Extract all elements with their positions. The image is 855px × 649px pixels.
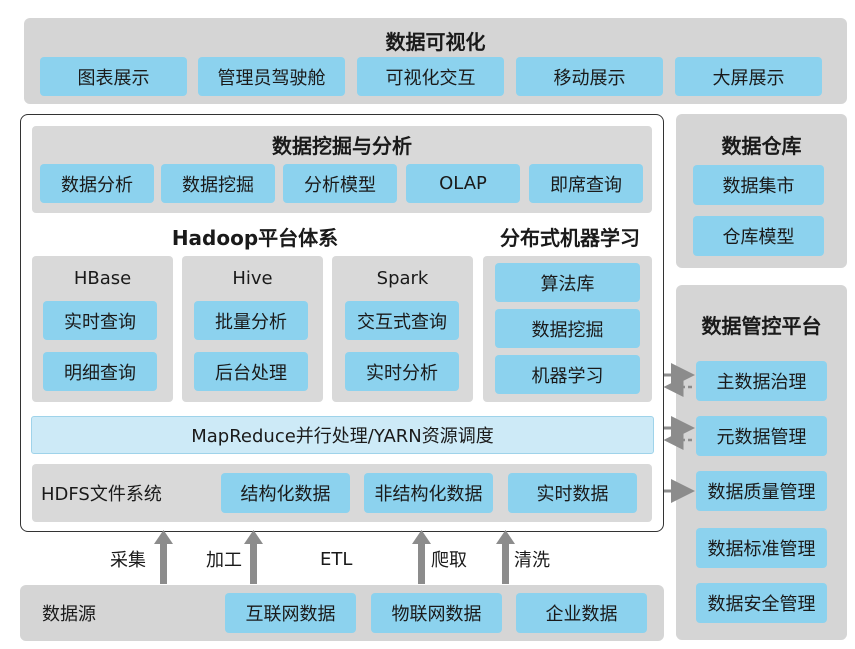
viz-chart-display[interactable]: 图表展示 [40,57,187,96]
master-data-double-arrow-icon [663,363,695,397]
viz-interaction[interactable]: 可视化交互 [357,57,504,96]
ingest-label-process: 加工 [206,550,242,571]
hdfs-realtime-data[interactable]: 实时数据 [508,473,637,513]
governance-data-standard[interactable]: 数据标准管理 [696,528,827,568]
ingest-label-crawl: 爬取 [431,550,467,571]
spark-title: Spark [376,267,429,289]
visualization-title: 数据可视化 [385,29,486,54]
warehouse-model[interactable]: 仓库模型 [693,216,824,256]
mining-adhoc-query[interactable]: 即席查询 [529,164,643,203]
mining-analysis-model[interactable]: 分析模型 [283,164,397,203]
governance-metadata[interactable]: 元数据管理 [696,416,827,456]
mining-data-analysis[interactable]: 数据分析 [40,164,154,203]
ingest-label-collect: 采集 [110,550,146,571]
governance-panel [676,285,847,640]
hive-batch-analysis[interactable]: 批量分析 [194,301,308,340]
governance-master-data[interactable]: 主数据治理 [696,361,827,401]
mining-title: 数据挖掘与分析 [272,133,412,158]
metadata-double-arrow-icon [663,416,695,450]
governance-title: 数据管控平台 [701,313,822,338]
mining-olap[interactable]: OLAP [406,164,520,203]
ml-machine-learning[interactable]: 机器学习 [495,355,640,394]
clean-up-arrow-icon [496,530,515,584]
source-enterprise-data[interactable]: 企业数据 [516,593,647,633]
hbase-detail-query[interactable]: 明细查询 [43,352,157,391]
hive-backend-processing[interactable]: 后台处理 [194,352,308,391]
warehouse-data-mart[interactable]: 数据集市 [693,165,824,205]
viz-mobile-display[interactable]: 移动展示 [516,57,663,96]
collect-up-arrow-icon [154,530,173,584]
source-iot-data[interactable]: 物联网数据 [371,593,502,633]
ml-data-mining[interactable]: 数据挖掘 [495,309,640,348]
crawl-up-arrow-icon [412,530,431,584]
viz-big-screen[interactable]: 大屏展示 [675,57,822,96]
mapreduce-yarn-bar[interactable]: MapReduce并行处理/YARN资源调度 [31,416,654,454]
ingest-up-arrows [154,530,515,584]
hadoop-title: Hadoop平台体系 [171,225,339,250]
ingest-label-etl: ETL [320,548,353,570]
viz-admin-cockpit[interactable]: 管理员驾驶舱 [198,57,345,96]
governance-connector-arrows [663,363,695,503]
hdfs-structured-data[interactable]: 结构化数据 [221,473,350,513]
process-up-arrow-icon [244,530,263,584]
sources-title: 数据源 [42,604,96,625]
governance-data-quality[interactable]: 数据质量管理 [696,471,827,511]
ml-algorithm-library[interactable]: 算法库 [495,263,640,302]
hdfs-unstructured-data[interactable]: 非结构化数据 [364,473,493,513]
spark-realtime-analysis[interactable]: 实时分析 [345,352,459,391]
hbase-realtime-query[interactable]: 实时查询 [43,301,157,340]
hdfs-title: HDFS文件系统 [41,484,162,505]
source-internet-data[interactable]: 互联网数据 [225,593,356,633]
ml-title: 分布式机器学习 [500,225,640,250]
ingest-label-clean: 清洗 [514,550,550,571]
hbase-title: HBase [73,267,132,289]
governance-data-security[interactable]: 数据安全管理 [696,583,827,623]
mining-data-mining[interactable]: 数据挖掘 [161,164,275,203]
hive-title: Hive [232,267,273,289]
warehouse-title: 数据仓库 [721,133,802,158]
spark-interactive-query[interactable]: 交互式查询 [345,301,459,340]
